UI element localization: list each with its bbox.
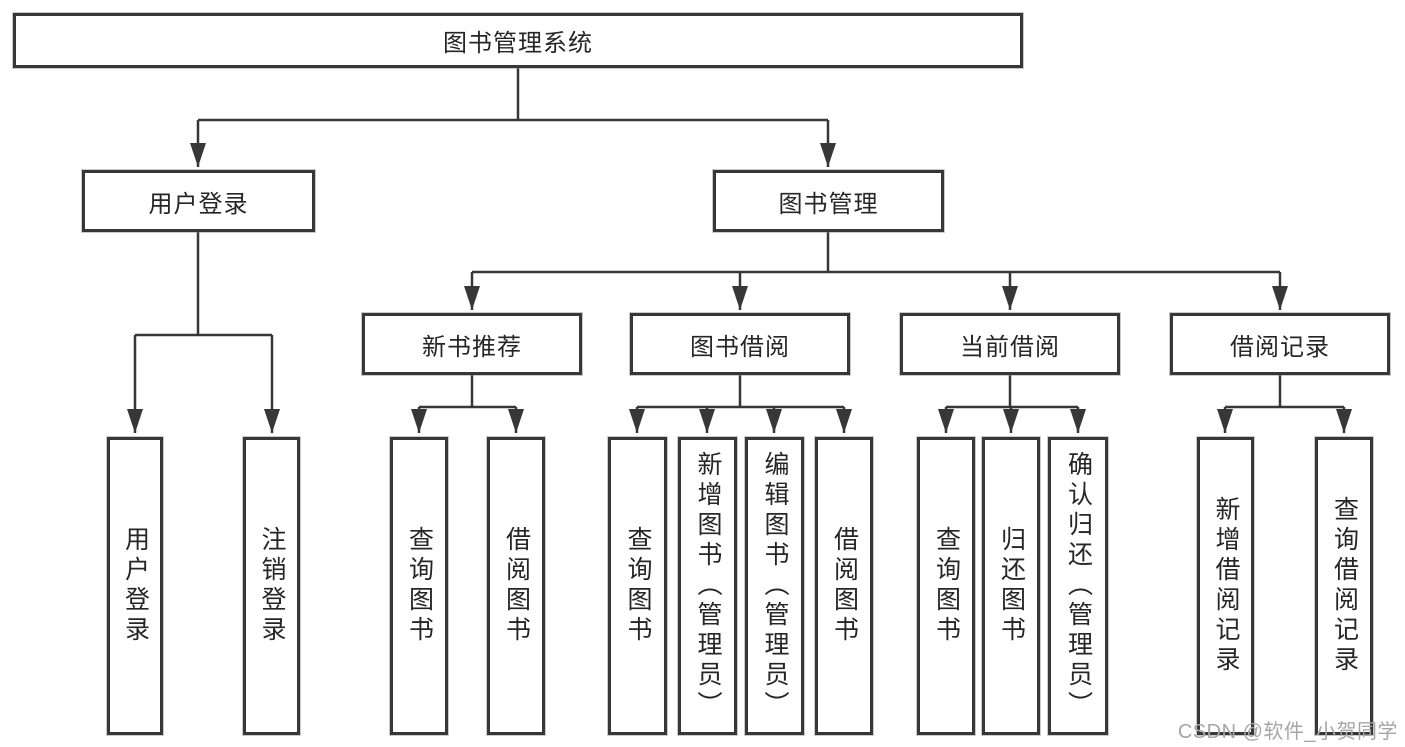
leaf-edit-book-admin: 编辑图书（管理员） [745,437,804,735]
node-root-system: 图书管理系统 [13,13,1023,68]
leaf-borrow-book-1: 借阅图书 [487,437,545,735]
leaf-logout: 注销登录 [243,437,300,735]
leaf-query-book-3: 查询图书 [917,437,975,735]
leaf-add-book-admin: 新增图书（管理员） [678,437,737,735]
leaf-query-borrow-record-label: 查询借阅记录 [1330,496,1359,676]
connector-new-book-trunk [419,375,516,409]
leaf-confirm-return-admin-label: 确认归还（管理员） [1064,451,1093,721]
node-root-label: 图书管理系统 [443,30,593,57]
leaf-user-login: 用户登录 [107,437,163,735]
leaf-add-borrow-record: 新增借阅记录 [1197,437,1254,735]
connector-user-login-trunk [135,232,272,337]
leaf-query-book-3-label: 查询图书 [932,526,961,646]
node-new-book-recommend: 新书推荐 [362,313,582,375]
leaf-query-book-2-label: 查询图书 [624,526,652,646]
connector-current-borrow-trunk [946,375,1078,409]
csdn-watermark: CSDN @软件_小贺同学 [1177,721,1398,743]
connector-book-mgmt-trunk [472,232,1280,274]
node-current-borrowing: 当前借阅 [900,313,1120,375]
leaf-return-book-label: 归还图书 [997,526,1026,646]
node-book-management: 图书管理 [713,170,944,232]
node-book-borrowing: 图书借阅 [630,313,850,375]
leaf-query-book-2: 查询图书 [608,437,667,735]
leaf-logout-label: 注销登录 [258,526,286,646]
node-user-login-label: 用户登录 [148,190,249,218]
node-new-book-recommend-label: 新书推荐 [422,333,522,361]
node-user-login: 用户登录 [82,170,315,232]
leaf-add-borrow-record-label: 新增借阅记录 [1212,496,1240,676]
node-borrow-records: 借阅记录 [1170,313,1390,375]
leaf-add-book-admin-label: 新增图书（管理员） [694,451,722,721]
leaf-borrow-book-1-label: 借阅图书 [502,526,531,646]
connector-root-trunk [198,68,828,122]
leaf-edit-book-admin-label: 编辑图书（管理员） [761,451,789,721]
node-current-borrowing-label: 当前借阅 [960,333,1060,361]
connector-lines [127,68,1352,433]
node-borrow-records-label: 借阅记录 [1230,333,1330,361]
connector-book-borrow-trunk [637,375,844,409]
leaf-borrow-book-2: 借阅图书 [815,437,873,735]
leaf-user-login-label: 用户登录 [121,526,150,646]
node-book-borrowing-label: 图书借阅 [690,333,790,361]
leaf-query-book-1-label: 查询图书 [405,526,434,646]
leaf-borrow-book-2-label: 借阅图书 [830,526,859,646]
leaf-return-book: 归还图书 [982,437,1040,735]
leaf-query-borrow-record: 查询借阅记录 [1315,437,1373,735]
leaf-confirm-return-admin: 确认归还（管理员） [1048,437,1108,735]
leaf-query-book-1: 查询图书 [390,437,448,735]
node-book-management-label: 图书管理 [778,190,879,218]
connector-borrow-records-trunk [1225,375,1344,409]
